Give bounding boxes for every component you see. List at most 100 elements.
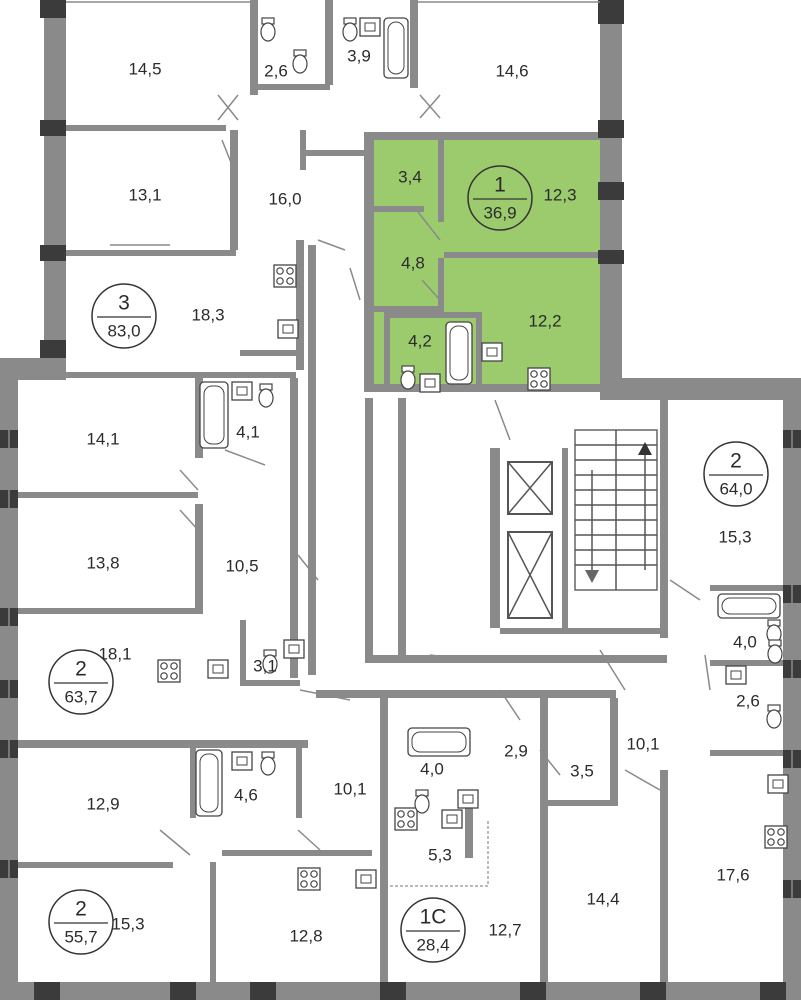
badge-circle bbox=[467, 165, 533, 231]
badge-circle bbox=[48, 649, 114, 715]
fixtures bbox=[157, 17, 789, 891]
room-area-label: 3,9 bbox=[347, 46, 371, 65]
room-area-label: 15,3 bbox=[718, 527, 751, 546]
room-area-label: 17,6 bbox=[716, 865, 749, 884]
badge-circle bbox=[48, 889, 114, 955]
room-area-label: 18,1 bbox=[98, 644, 131, 663]
stove-icon bbox=[297, 867, 321, 891]
stair-arrow-down-icon bbox=[585, 570, 599, 583]
room-area-label: 3,4 bbox=[398, 167, 422, 186]
room-area-label: 12,9 bbox=[86, 794, 119, 813]
sink-icon bbox=[725, 665, 747, 685]
toilet-icon bbox=[767, 639, 783, 664]
apartment-badge[interactable]: 263,7 bbox=[48, 649, 114, 715]
room-area-label: 14,6 bbox=[495, 61, 528, 80]
sink-icon bbox=[419, 373, 441, 393]
sink-icon bbox=[457, 789, 479, 809]
elevator-icon bbox=[507, 461, 553, 619]
room-area-label: 4,1 bbox=[236, 422, 260, 441]
room-area-label: 13,8 bbox=[86, 553, 119, 572]
room-area-label: 10,1 bbox=[626, 734, 659, 753]
stair-arrow-up-icon bbox=[638, 442, 652, 455]
apartment-total-area: 36,9 bbox=[483, 203, 516, 222]
apartment-badge[interactable]: 264,0 bbox=[703, 441, 769, 507]
toilet-icon bbox=[260, 17, 276, 42]
room-area-label: 5,3 bbox=[428, 845, 452, 864]
toilet-icon bbox=[414, 789, 430, 814]
room-area-label: 13,1 bbox=[128, 185, 161, 204]
sink-icon bbox=[231, 381, 253, 401]
room-area-label: 12,8 bbox=[289, 926, 322, 945]
sink-icon bbox=[481, 342, 503, 362]
room-area-label: 2,9 bbox=[504, 741, 528, 760]
room-area-label: 4,8 bbox=[401, 253, 425, 272]
apartment-rooms-count: 2 bbox=[75, 898, 87, 921]
apartment-total-area: 55,7 bbox=[64, 927, 97, 946]
room-area-label: 12,7 bbox=[488, 920, 521, 939]
bathtub-icon bbox=[717, 593, 781, 619]
room-area-label: 3,1 bbox=[253, 656, 277, 675]
badge-circle bbox=[400, 897, 466, 963]
toilet-icon bbox=[342, 17, 358, 42]
apartment-badge[interactable]: 383,0 bbox=[91, 283, 157, 349]
room-area-label: 14,1 bbox=[86, 429, 119, 448]
apartment-total-area: 83,0 bbox=[107, 321, 140, 340]
sink-icon bbox=[441, 809, 463, 829]
room-area-label: 10,1 bbox=[333, 779, 366, 798]
sink-icon bbox=[207, 659, 229, 679]
room-area-label: 18,3 bbox=[191, 305, 224, 324]
doors bbox=[159, 94, 711, 856]
room-area-label: 4,0 bbox=[420, 759, 444, 778]
toilet-icon bbox=[400, 365, 416, 390]
sink-icon bbox=[359, 17, 381, 37]
room-area-label: 2,6 bbox=[264, 61, 288, 80]
toilet-icon bbox=[292, 49, 308, 74]
toilet-icon bbox=[260, 751, 276, 776]
stove-icon bbox=[527, 367, 551, 391]
sink-icon bbox=[283, 639, 305, 659]
stove-icon bbox=[273, 264, 297, 288]
room-area-label: 15,3 bbox=[111, 914, 144, 933]
apartment-rooms-count: 1С bbox=[420, 906, 447, 929]
room-area-label: 2,6 bbox=[736, 691, 760, 710]
highlighted-apartment-area[interactable] bbox=[370, 132, 606, 390]
bathtub-icon bbox=[199, 381, 229, 449]
toilet-icon bbox=[262, 649, 278, 674]
sink-icon bbox=[355, 869, 377, 889]
sink-icon bbox=[767, 774, 789, 794]
badge-circle bbox=[91, 283, 157, 349]
bathtub-icon bbox=[383, 17, 409, 79]
room-area-label: 4,2 bbox=[408, 331, 432, 350]
glazing bbox=[8, 1, 793, 980]
sink-icon bbox=[231, 751, 253, 771]
apartment-badge[interactable]: 136,9 bbox=[467, 165, 533, 231]
apartment-rooms-count: 1 bbox=[494, 174, 506, 197]
room-area-label: 3,5 bbox=[570, 761, 594, 780]
room-area-label: 10,5 bbox=[225, 556, 258, 575]
bathtub-icon bbox=[407, 727, 471, 757]
stove-icon bbox=[764, 825, 788, 849]
apartment-rooms-count: 3 bbox=[118, 292, 130, 315]
room-area-label: 4,6 bbox=[234, 785, 258, 804]
apartment-total-area: 64,0 bbox=[719, 479, 752, 498]
stove-icon bbox=[157, 659, 181, 683]
room-area-label: 4,0 bbox=[733, 632, 757, 651]
apartment-rooms-count: 2 bbox=[730, 450, 742, 473]
apartment-total-area: 28,4 bbox=[416, 935, 449, 954]
apartment-rooms-count: 2 bbox=[75, 658, 87, 681]
toilet-icon bbox=[766, 704, 782, 729]
stove-icon bbox=[394, 807, 418, 831]
room-area-label: 14,5 bbox=[128, 59, 161, 78]
bathtub-icon bbox=[195, 749, 223, 817]
bathtub-icon bbox=[445, 321, 473, 385]
apartment-badge[interactable]: 255,7 bbox=[48, 889, 114, 955]
room-area-label: 12,2 bbox=[528, 311, 561, 330]
room-area-label: 12,3 bbox=[543, 185, 576, 204]
apartment-badge[interactable]: 1С 28,4 bbox=[400, 897, 466, 963]
toilet-icon bbox=[258, 383, 274, 408]
